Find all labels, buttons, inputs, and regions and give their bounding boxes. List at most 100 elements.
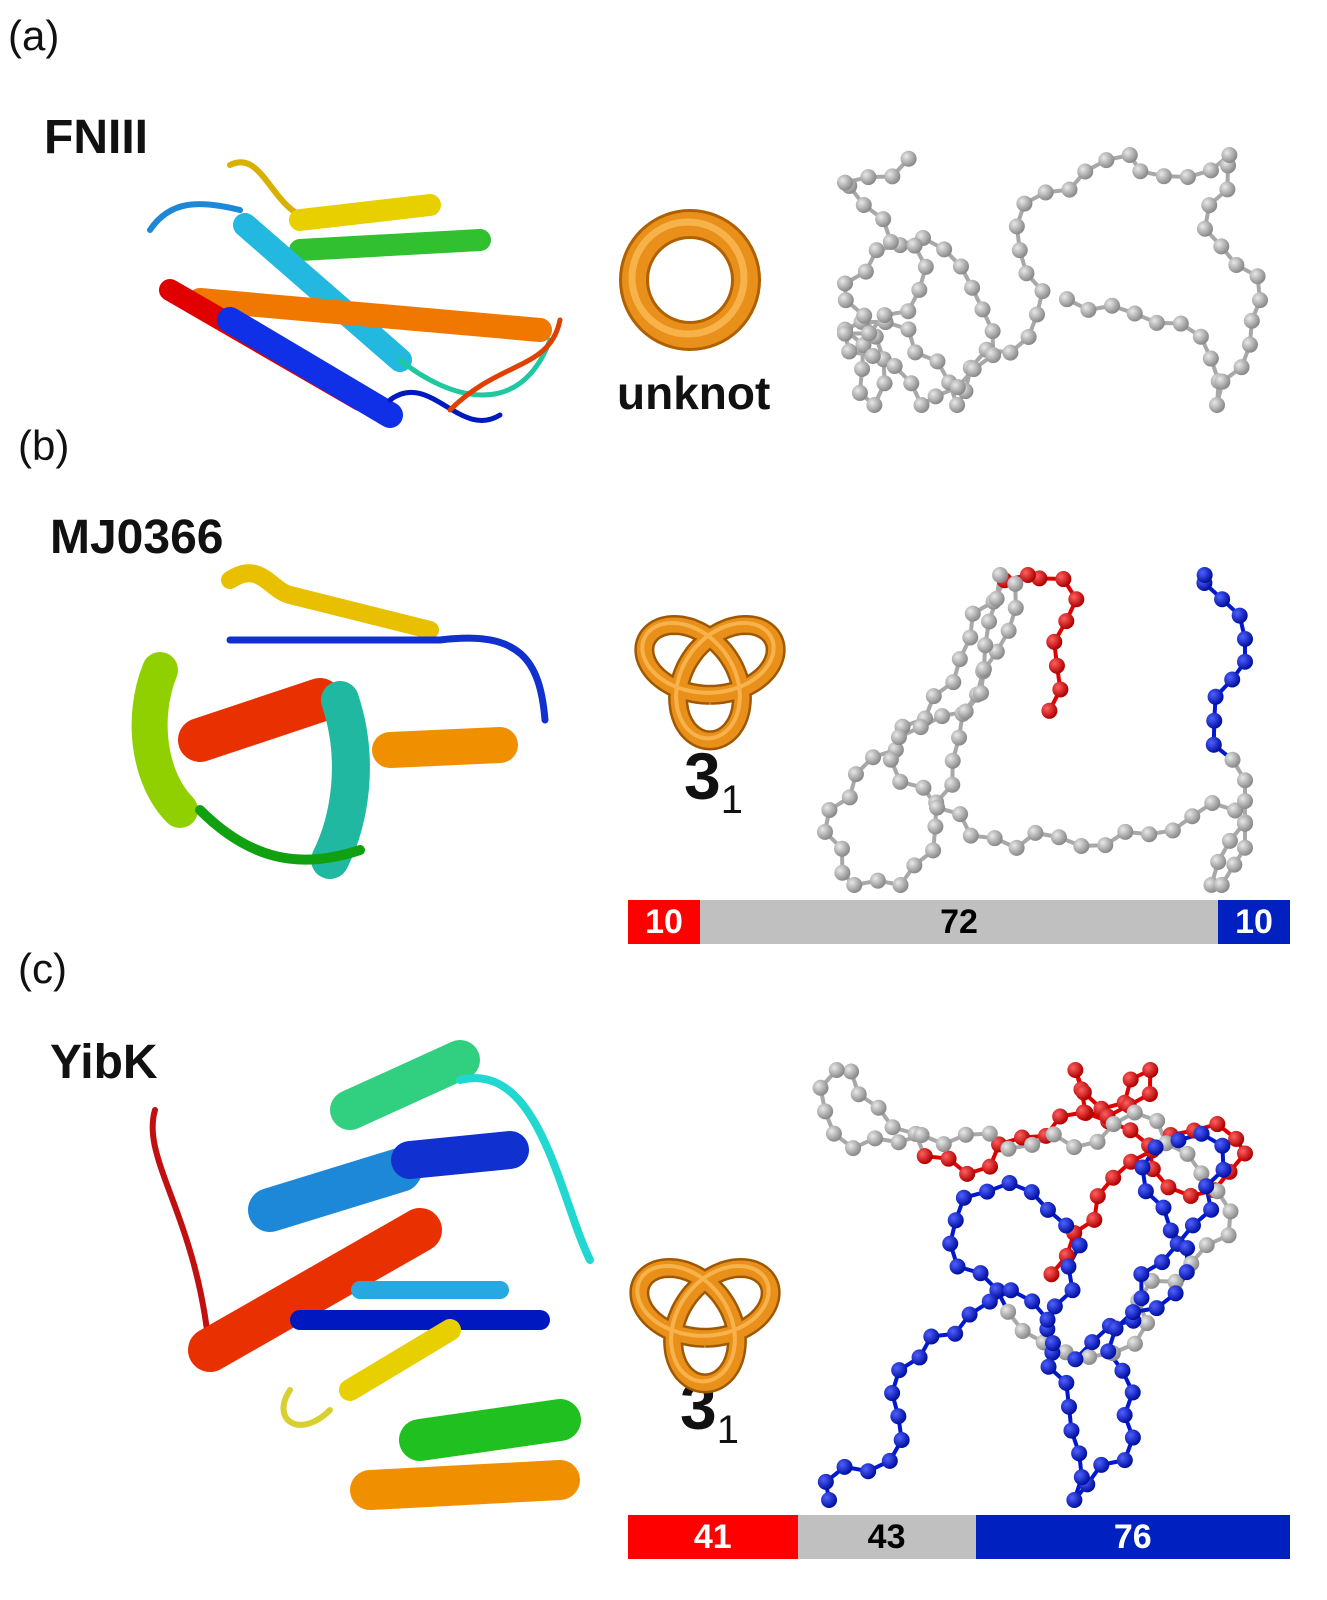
bead xyxy=(1160,1179,1177,1196)
bead xyxy=(841,789,858,806)
bead xyxy=(1192,328,1209,345)
bead xyxy=(1124,1384,1141,1401)
bead xyxy=(834,840,851,857)
bead xyxy=(1089,1188,1106,1205)
bead xyxy=(1205,736,1222,753)
bead xyxy=(817,1473,834,1490)
bead xyxy=(1052,1108,1069,1125)
bead xyxy=(1233,359,1250,376)
bead xyxy=(988,590,1005,607)
bead xyxy=(870,1099,887,1116)
bead xyxy=(949,1258,966,1275)
bead xyxy=(1089,1133,1106,1150)
bead xyxy=(1080,301,1097,318)
bead xyxy=(825,1125,842,1142)
bead xyxy=(821,1492,838,1508)
knot-number: 3 xyxy=(684,739,721,813)
bead xyxy=(1226,856,1243,873)
bead xyxy=(1196,220,1213,237)
bead xyxy=(1132,163,1149,180)
trefoil-knot-icon-c xyxy=(629,1258,781,1394)
bead xyxy=(1071,1445,1088,1462)
bead xyxy=(836,1458,853,1475)
bead xyxy=(1141,826,1158,843)
bead xyxy=(936,241,953,258)
bead xyxy=(890,729,907,746)
bead xyxy=(1107,1320,1124,1337)
bead xyxy=(1058,613,1075,630)
bead xyxy=(952,258,969,275)
bead xyxy=(864,347,881,364)
bead xyxy=(1237,653,1253,670)
bead xyxy=(964,279,981,296)
bead xyxy=(907,344,924,361)
mj0366-cartoon xyxy=(131,564,549,879)
bead xyxy=(1084,1334,1101,1351)
bead xyxy=(925,842,942,859)
bead xyxy=(1014,1322,1031,1339)
bead xyxy=(1117,823,1134,840)
bead xyxy=(1122,1071,1139,1088)
bead xyxy=(1142,1062,1159,1078)
bead xyxy=(1249,268,1266,285)
bead xyxy=(817,823,833,840)
bead xyxy=(1179,169,1196,186)
bead xyxy=(1184,808,1201,825)
bead xyxy=(1002,344,1019,361)
bead xyxy=(837,174,853,191)
bead xyxy=(1252,292,1268,309)
bead xyxy=(1237,815,1253,832)
bead xyxy=(1243,312,1260,329)
bead xyxy=(1126,1335,1143,1352)
bead xyxy=(1058,291,1075,308)
bead xyxy=(1224,751,1241,768)
bead xyxy=(1045,1126,1062,1143)
bead xyxy=(1100,1343,1117,1360)
bead xyxy=(1028,306,1045,323)
bead xyxy=(1203,1201,1220,1218)
bead xyxy=(916,1148,933,1165)
bead xyxy=(972,1265,989,1282)
bead xyxy=(1237,792,1253,809)
bar-segment: 41 xyxy=(628,1515,798,1559)
bead xyxy=(1204,795,1221,812)
bead xyxy=(917,258,934,275)
bead xyxy=(1001,1175,1018,1192)
bead xyxy=(1104,297,1121,314)
bead xyxy=(1198,1178,1215,1195)
bead xyxy=(1116,1407,1133,1424)
bead xyxy=(1202,350,1219,367)
bead xyxy=(1098,152,1115,169)
bar-segment: 10 xyxy=(1218,900,1290,944)
bead xyxy=(817,1103,834,1120)
bead xyxy=(900,321,917,338)
bead xyxy=(900,303,917,320)
bead xyxy=(1214,1137,1231,1154)
bead xyxy=(906,857,923,874)
bead xyxy=(884,168,901,185)
bead xyxy=(837,325,853,342)
bead xyxy=(927,388,944,405)
bead xyxy=(857,263,874,280)
bead xyxy=(1105,1116,1122,1133)
bead xyxy=(1214,373,1231,390)
bead xyxy=(1071,1237,1088,1254)
bead xyxy=(1081,1348,1098,1365)
bead xyxy=(890,1408,907,1425)
bead xyxy=(957,1126,974,1143)
panel-b-label: (b) xyxy=(18,422,70,469)
bead xyxy=(1237,1145,1253,1162)
bead xyxy=(949,379,966,396)
bead xyxy=(1124,1429,1141,1446)
bead xyxy=(834,864,851,881)
unknot-label: unknot xyxy=(617,367,771,419)
bead xyxy=(1170,1132,1187,1149)
bead xyxy=(1133,1290,1150,1307)
bead xyxy=(890,1134,907,1151)
bead xyxy=(1008,218,1025,235)
bead xyxy=(1133,1266,1150,1283)
bead xyxy=(911,281,928,298)
bead xyxy=(1007,575,1024,592)
bead xyxy=(1067,1351,1084,1368)
bead xyxy=(1000,1140,1017,1157)
